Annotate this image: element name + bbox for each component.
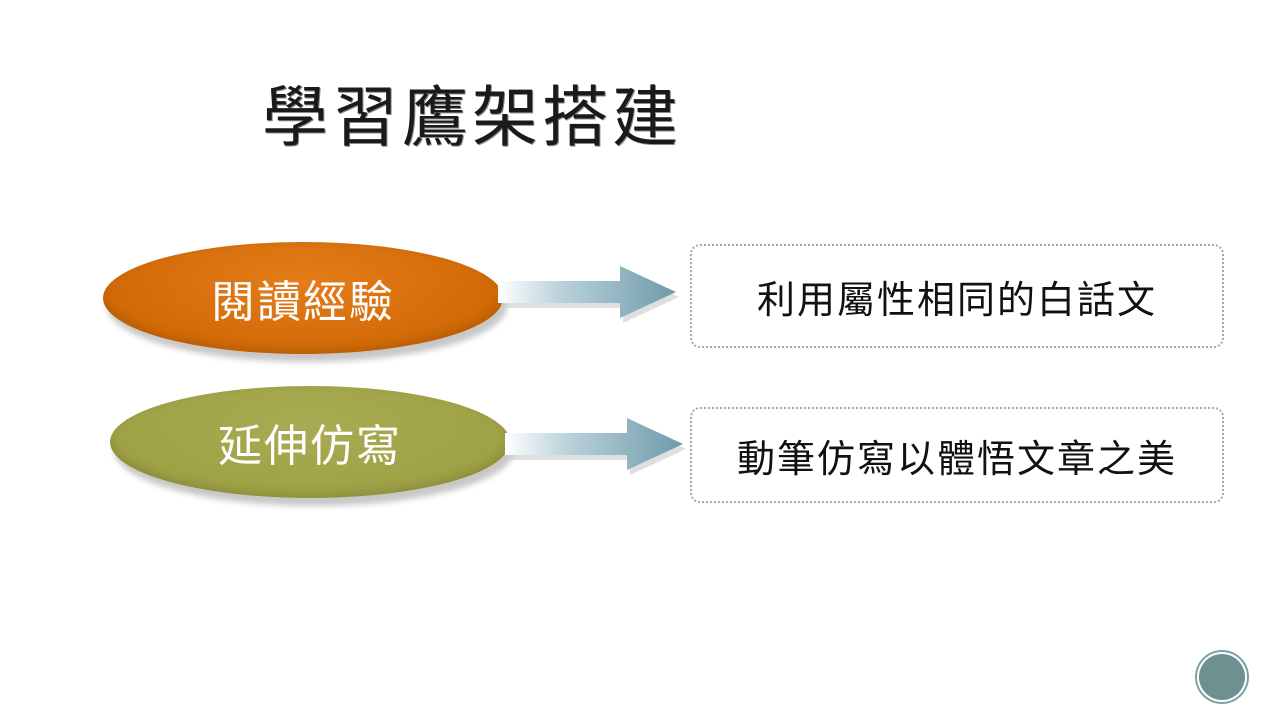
slide-title: 學習鷹架搭建 — [262, 79, 682, 156]
right-arrow-icon — [498, 266, 679, 323]
row-extended-imitation: 延伸仿寫 動筆仿寫以體悟文章之美 — [0, 386, 1280, 516]
description-text-1: 利用屬性相同的白話文 — [756, 277, 1157, 322]
description-box-2: 動筆仿寫以體悟文章之美 — [690, 407, 1224, 503]
ellipse-extended-imitation: 延伸仿寫 — [110, 386, 510, 498]
description-text-2: 動筆仿寫以體悟文章之美 — [736, 436, 1177, 481]
reading-experience-label: 閱讀經驗 — [211, 277, 395, 328]
description-box-1: 利用屬性相同的白話文 — [690, 244, 1224, 348]
slide-nav-circle-icon[interactable] — [1199, 654, 1245, 700]
right-arrow-icon — [505, 418, 686, 475]
extended-imitation-label: 延伸仿寫 — [218, 421, 402, 472]
row-reading-experience: 閱讀經驗 利用屬性相同的白話文 — [0, 214, 1280, 354]
ellipse-reading-experience: 閱讀經驗 — [103, 242, 503, 354]
